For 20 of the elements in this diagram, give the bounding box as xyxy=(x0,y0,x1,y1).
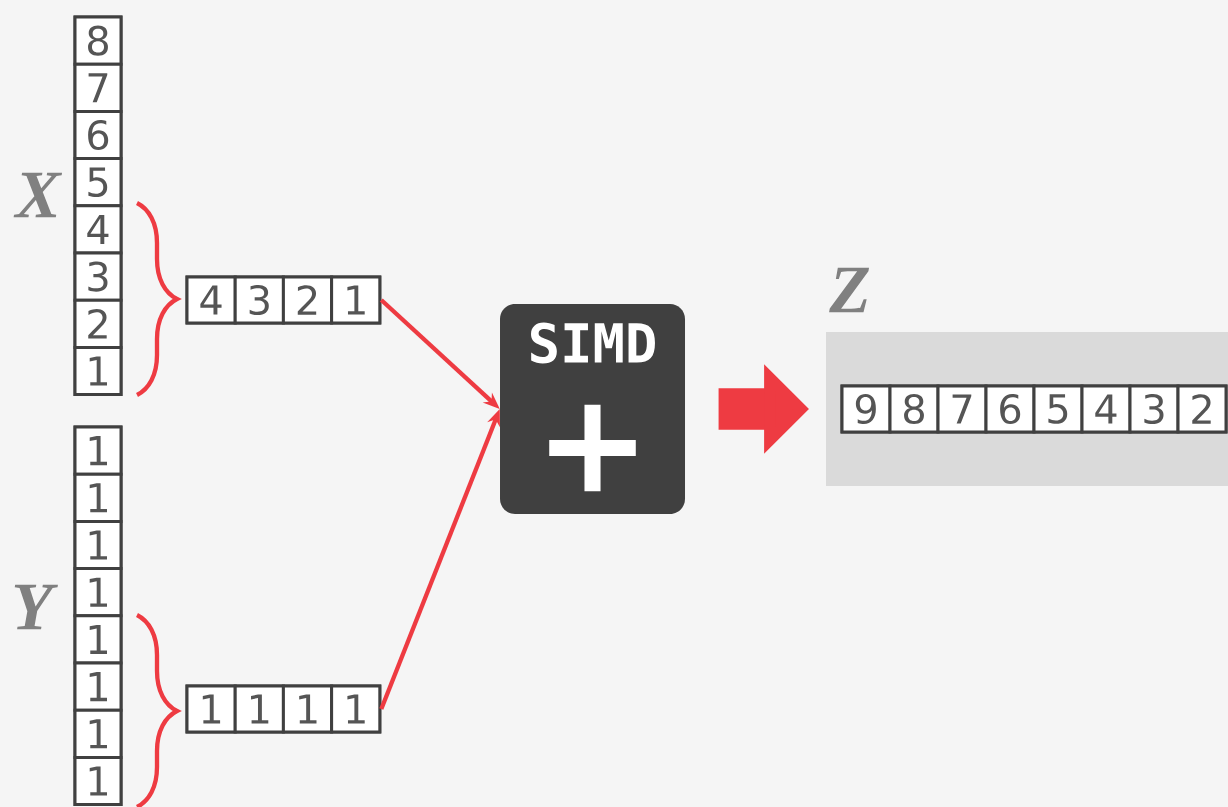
vector-cell: 1 xyxy=(73,614,123,665)
vector-cell: 2 xyxy=(73,298,123,349)
vector-cell: 7 xyxy=(73,62,123,113)
vector-label: Z xyxy=(829,267,870,313)
vector-cell: 1 xyxy=(73,519,123,571)
vector-cell: 1 xyxy=(73,425,123,476)
vector-label: X xyxy=(13,172,63,218)
vector-label: Y xyxy=(14,584,58,630)
simd-unit-box: SIMD + xyxy=(500,304,685,514)
vector-cell: 1 xyxy=(73,661,123,712)
vector-cell: 4 xyxy=(73,204,123,255)
vector-cell: 5 xyxy=(73,157,123,208)
vector-cell: 6 xyxy=(73,109,123,161)
vector-cell: 1 xyxy=(73,755,123,807)
vector-cell: 8 xyxy=(73,15,123,66)
vector-cell: 1 xyxy=(73,345,123,397)
vector-cell: 1 xyxy=(73,708,123,759)
vector-cell: 1 xyxy=(73,567,123,618)
vector-cell: 1 xyxy=(73,472,123,523)
vector-cell: 3 xyxy=(73,251,123,302)
